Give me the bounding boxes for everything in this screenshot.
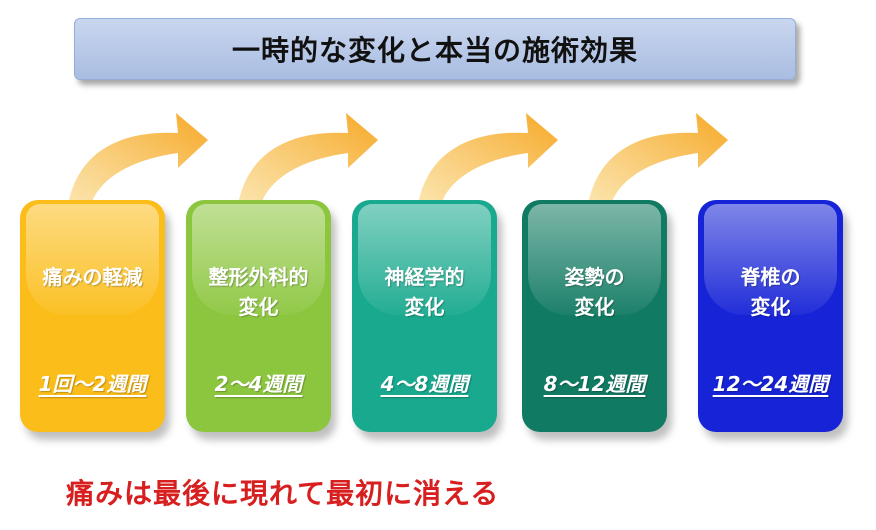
step-period: 1回〜2週間: [38, 372, 147, 396]
step-title: 脊椎の 変化: [698, 262, 843, 322]
step-title: 痛みの軽減: [20, 262, 165, 292]
step-title: 整形外科的 変化: [186, 262, 331, 322]
title-banner: 一時的な変化と本当の施術効果: [74, 18, 796, 80]
step-posture-change: 姿勢の 変化 8〜12週間: [522, 200, 667, 432]
step-period: 2〜4週間: [214, 372, 303, 396]
step-period: 4〜8週間: [380, 372, 469, 396]
step-title-line2: 変化: [750, 295, 791, 319]
step-spine-change: 脊椎の 変化 12〜24週間: [698, 200, 843, 432]
diagram-title: 一時的な変化と本当の施術効果: [231, 34, 638, 67]
step-title-line2: 変化: [404, 295, 445, 319]
step-title-line2: 変化: [238, 295, 279, 319]
curved-arrow-3: [418, 113, 558, 207]
curved-arrow-2: [238, 113, 378, 207]
step-orthopedic-change: 整形外科的 変化 2〜4週間: [186, 200, 331, 432]
step-title-line1: 脊椎の: [740, 265, 801, 289]
step-period: 8〜12週間: [543, 372, 646, 396]
footer-note: 痛みは最後に現れて最初に消える: [66, 477, 500, 510]
step-neurological-change: 神経学的 変化 4〜8週間: [352, 200, 497, 432]
step-title-line1: 整形外科的: [208, 265, 309, 289]
step-title-line2: 変化: [574, 295, 615, 319]
step-title: 姿勢の 変化: [522, 262, 667, 322]
step-title: 神経学的 変化: [352, 262, 497, 322]
step-period: 12〜24週間: [712, 372, 829, 396]
step-title-line1: 痛みの軽減: [42, 265, 143, 289]
step-pain-relief: 痛みの軽減 1回〜2週間: [20, 200, 165, 432]
step-title-line1: 神経学的: [384, 265, 465, 289]
step-title-line1: 姿勢の: [564, 265, 625, 289]
curved-arrow-4: [588, 113, 728, 207]
curved-arrow-1: [68, 113, 208, 207]
